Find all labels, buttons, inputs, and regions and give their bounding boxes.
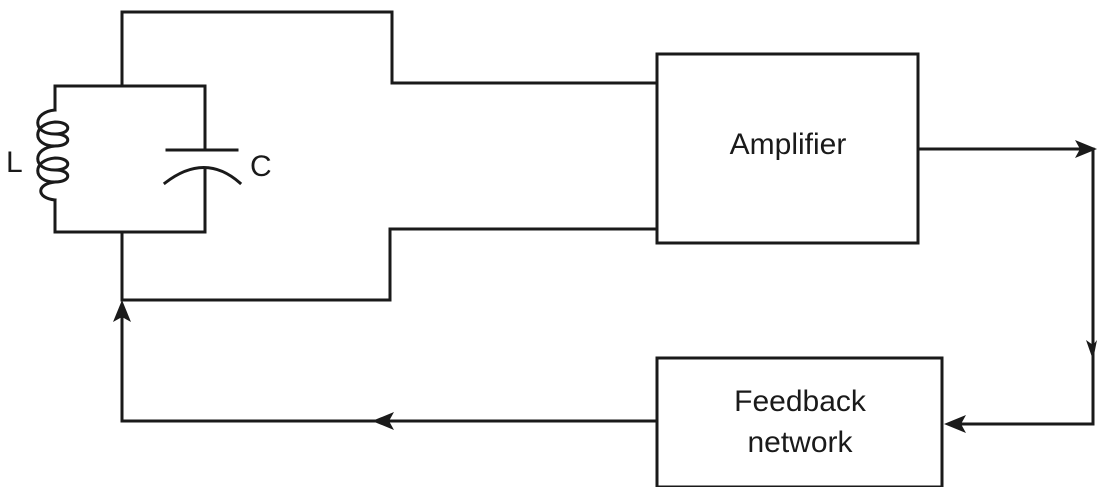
feedback-input-arrow-head <box>944 415 966 433</box>
inductor-label: L <box>6 146 23 179</box>
feedback-up-arrow-head <box>113 300 131 322</box>
output-arrow-head <box>1075 140 1097 158</box>
amplifier-block <box>655 52 920 245</box>
right-downward-arrow-head <box>1086 340 1097 360</box>
capacitor-label: C <box>250 150 272 183</box>
inductor-coil <box>36 108 70 202</box>
feedback-output-wire <box>120 310 659 423</box>
amplifier-label: Amplifier <box>730 128 847 161</box>
capacitor-plate-curved <box>162 166 243 186</box>
upper-connection-wire <box>120 10 659 88</box>
lower-connection-wire <box>120 227 659 302</box>
feedback-mid-arrow-head <box>372 412 394 430</box>
feedback-label-line2: network <box>747 426 853 459</box>
feedback-label-line1: Feedback <box>734 385 867 418</box>
lc-tank-circuit: L C <box>6 84 272 234</box>
feedback-network-block <box>655 356 944 487</box>
